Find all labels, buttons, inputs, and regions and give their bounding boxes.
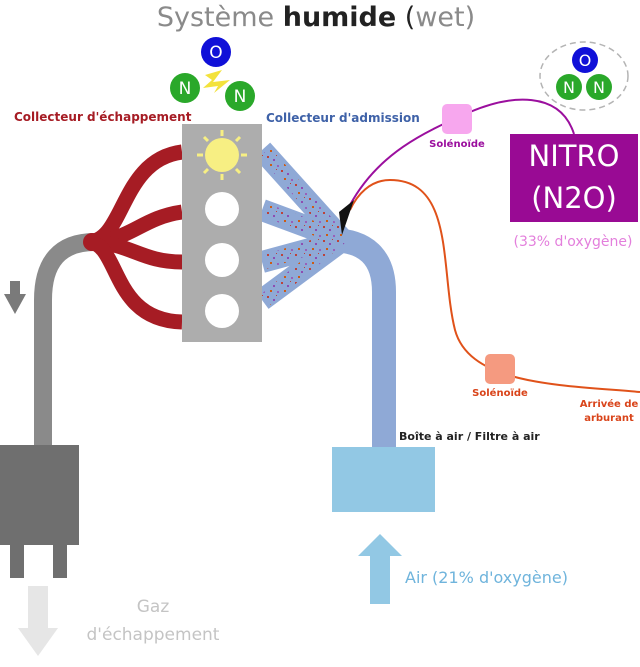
exhaust-down-arrow-icon <box>4 281 26 314</box>
svg-text:N: N <box>593 78 605 97</box>
engine-block <box>182 124 262 342</box>
exhaust-manifold <box>83 144 184 330</box>
label-fuel-line-1: Arrivée de <box>580 398 639 410</box>
solenoid-fuel <box>485 354 515 384</box>
label-intake-manifold: Collecteur d'admission <box>266 111 420 125</box>
nitro-oxygen-label: (33% d'oxygène) <box>514 234 633 250</box>
svg-text:N: N <box>234 87 247 107</box>
airbox <box>332 447 435 512</box>
label-exhaust-gas-1: Gaz <box>137 597 170 617</box>
svg-text:N: N <box>179 79 192 99</box>
n2o-molecule-corner: O N N <box>539 41 629 111</box>
label-fuel-line-2: arburant <box>584 413 634 424</box>
spark-icon <box>203 70 230 93</box>
solenoid-nitro <box>442 104 472 134</box>
intake-manifold <box>253 142 396 448</box>
nitro-tank <box>510 134 638 222</box>
label-air: Air (21% d'oxygène) <box>405 568 568 587</box>
svg-text:O: O <box>579 51 592 70</box>
n2o-molecule-top: O N N <box>170 37 255 111</box>
label-solenoid-bottom: Solénoïde <box>472 387 528 399</box>
nitro-formula: (N2O) <box>531 181 617 215</box>
air-in-arrow-icon <box>358 534 402 604</box>
label-exhaust-manifold: Collecteur d'échappement <box>14 110 192 124</box>
injector-nozzle-icon <box>339 200 354 235</box>
nitro-title: NITRO <box>529 139 620 173</box>
svg-text:N: N <box>563 78 575 97</box>
nitrous-mist <box>259 147 346 306</box>
label-exhaust-gas-2: d'échappement <box>87 625 220 645</box>
page-title: Système humide (wet) <box>157 2 475 33</box>
label-airbox: Boîte à air / Filtre à air <box>399 430 540 443</box>
exhaust-out-arrow-icon <box>18 586 58 656</box>
svg-text:O: O <box>209 43 222 63</box>
fuel-line <box>349 178 640 393</box>
label-solenoid-top: Solénoïde <box>429 138 485 150</box>
